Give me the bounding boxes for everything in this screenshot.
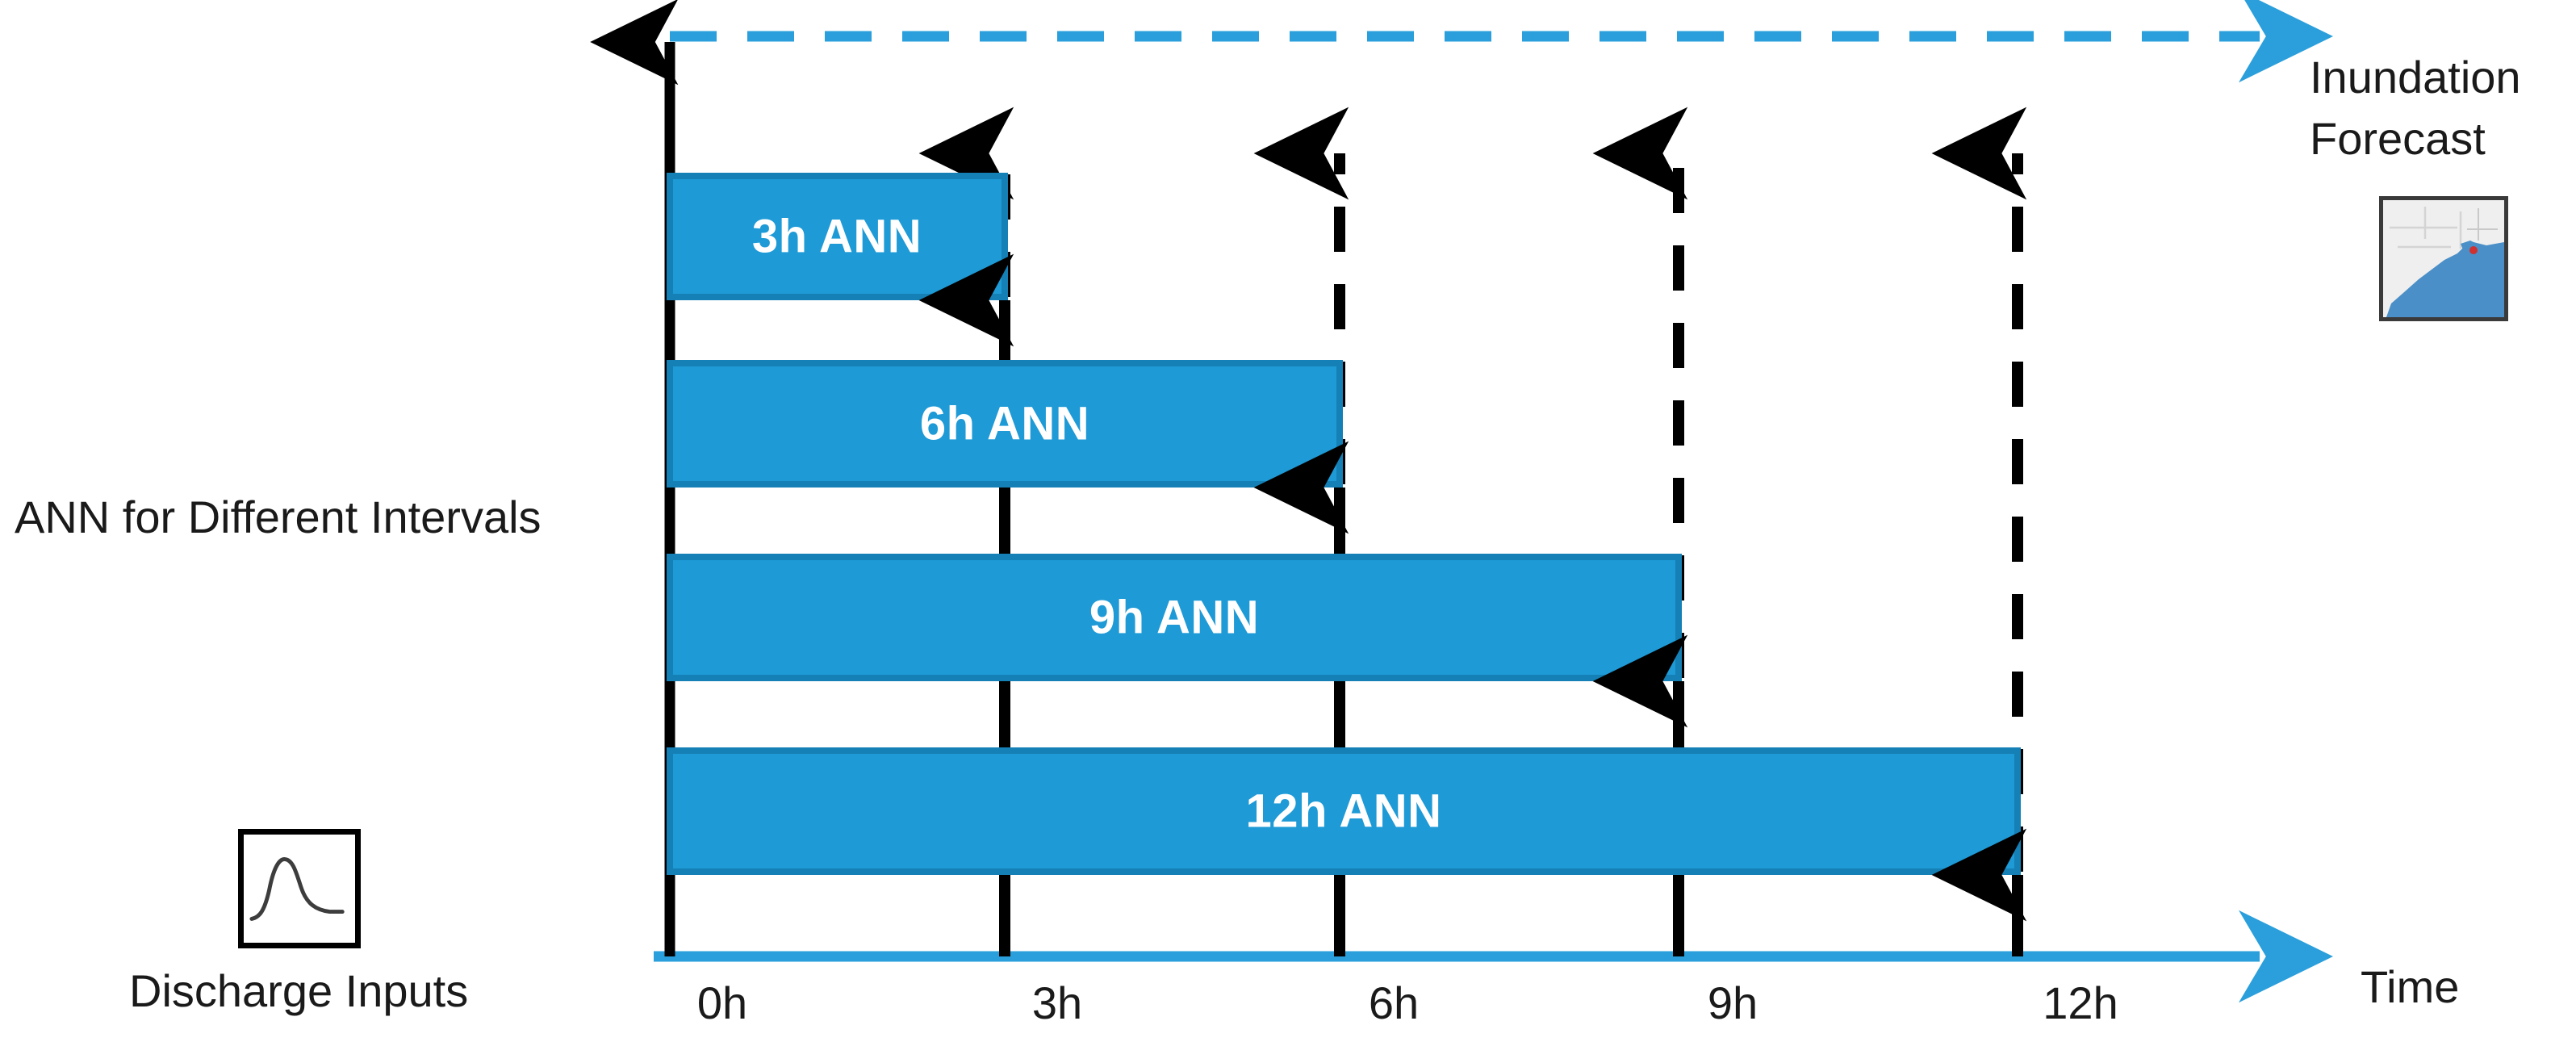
hydrograph-curve-icon xyxy=(238,829,361,948)
ann-bar-12h[interactable] xyxy=(667,747,2021,875)
ann-bar-label-12h: 12h ANN xyxy=(1245,785,1442,838)
time-axis-label: Time xyxy=(2361,961,2460,1012)
tick-label-12h: 12h xyxy=(2043,977,2118,1028)
tick-label-0h: 0h xyxy=(696,977,748,1028)
ann-bar-label-9h: 9h ANN xyxy=(1089,591,1260,644)
flood-map-thumbnail-icon xyxy=(2379,196,2508,321)
tick-label-3h: 3h xyxy=(1031,977,1083,1028)
ann-intervals-caption: ANN for Different Intervals xyxy=(15,492,542,542)
ann-bar-9h[interactable] xyxy=(667,554,1682,681)
ann-bar-6h[interactable] xyxy=(667,360,1343,488)
ann-bar-label-3h: 3h ANN xyxy=(751,210,922,263)
tick-label-9h: 9h xyxy=(1707,977,1758,1028)
tick-label-6h: 6h xyxy=(1368,977,1420,1028)
inundation-forecast-caption: Inundation Forecast xyxy=(2310,52,2521,164)
ann-bar-label-6h: 6h ANN xyxy=(919,397,1090,450)
discharge-inputs-caption: Discharge Inputs xyxy=(129,965,469,1016)
